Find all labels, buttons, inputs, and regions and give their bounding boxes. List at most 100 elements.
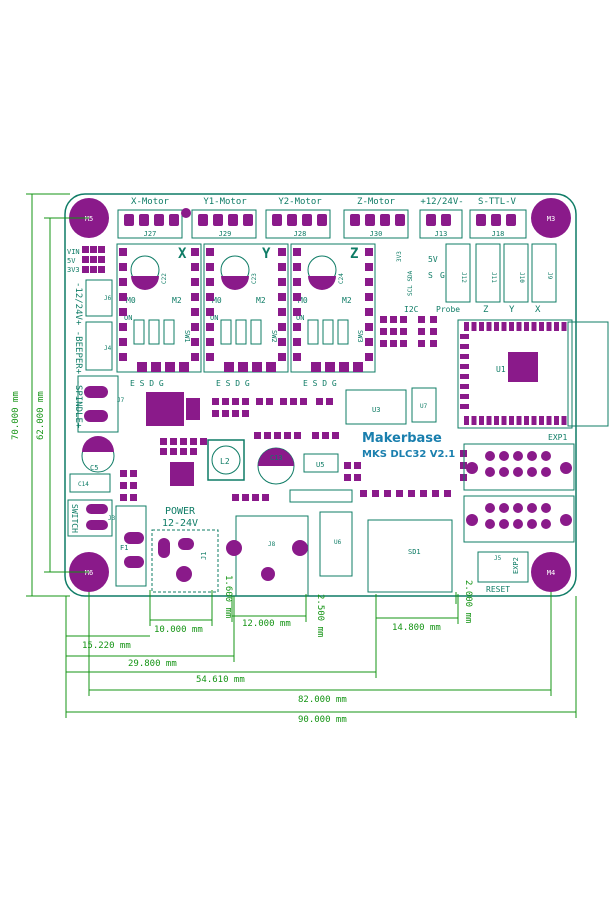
driver-pin xyxy=(119,248,127,256)
driver-pin xyxy=(365,293,373,301)
center-components: L2 C13 U5 U3 U7 Makerbase MKS DLC32 V2.1… xyxy=(146,387,455,597)
j10-label: J10 xyxy=(518,272,525,283)
esp32-pin xyxy=(460,374,469,379)
driver-pin xyxy=(293,338,301,346)
header-label-z-motor: Z-Motor xyxy=(357,197,396,207)
power-voltage: 12-24V xyxy=(162,518,198,529)
smd-pad xyxy=(322,432,329,439)
brand-name: Makerbase xyxy=(362,431,442,446)
capacitor-fill xyxy=(258,448,294,466)
pad xyxy=(292,540,308,556)
smd-pad xyxy=(420,490,427,497)
header-pin xyxy=(317,214,327,226)
exp1-pin xyxy=(513,467,523,477)
smd-pad xyxy=(222,398,229,405)
driver-pin xyxy=(119,308,127,316)
switch-label: SWITCH xyxy=(70,504,79,533)
i2c-label: I2C xyxy=(404,305,419,314)
dip-switch xyxy=(235,319,247,345)
inductor-l2 xyxy=(207,439,245,481)
smd-pad xyxy=(408,490,415,497)
pad xyxy=(226,540,242,556)
switch-ref: SW1 xyxy=(183,330,191,343)
driver-pin xyxy=(293,278,301,286)
exp1-pin xyxy=(485,451,495,461)
smd-pad xyxy=(390,340,397,347)
driver-pin xyxy=(191,308,199,316)
smd-pad xyxy=(380,328,387,335)
header-label-ttl: S-TTL-V xyxy=(478,197,517,207)
connector-j28 xyxy=(265,209,331,239)
driver-pin xyxy=(206,308,214,316)
driver-axis-label: Z xyxy=(350,246,358,262)
pad xyxy=(84,410,108,422)
l2-label: L2 xyxy=(220,457,230,466)
smd-pad xyxy=(284,432,291,439)
driver-pin xyxy=(278,323,286,331)
dim-text-90: 90.000 mm xyxy=(298,715,347,725)
c14-label: C14 xyxy=(78,481,89,488)
driver-pin xyxy=(206,278,214,286)
esp32-pin xyxy=(539,322,544,331)
driver-pin xyxy=(365,323,373,331)
driver-pin xyxy=(365,338,373,346)
exp2-pin xyxy=(527,503,537,513)
driver-pin-labels: E S D G xyxy=(216,379,250,388)
smd-pad xyxy=(120,470,127,477)
exp1-pin xyxy=(499,467,509,477)
dim-text-14-8: 14.800 mm xyxy=(392,623,441,633)
connector-j29 xyxy=(191,209,257,239)
esp32-pin xyxy=(479,416,484,425)
c5-label: C5 xyxy=(90,464,98,472)
esp32-pin xyxy=(501,416,507,425)
driver-x: X C22 M0 M2 ON SW1 E S D G xyxy=(116,243,202,388)
small-smd-pads xyxy=(82,246,467,501)
connector-j12 xyxy=(445,243,471,303)
smd-pad xyxy=(200,438,207,445)
driver-pin xyxy=(339,362,349,372)
sd-slot-sd1 xyxy=(367,519,453,593)
connector-j9 xyxy=(531,243,557,303)
pad xyxy=(124,556,144,568)
driver-pin xyxy=(206,353,214,361)
smd-pad xyxy=(254,432,261,439)
esp32-pin xyxy=(464,416,469,425)
driver-pin xyxy=(365,263,373,271)
power-label: POWER xyxy=(165,506,196,517)
driver-pin xyxy=(266,362,276,372)
chip-u6 xyxy=(319,511,353,577)
driver-pin xyxy=(191,263,199,271)
esp32-pin xyxy=(460,344,469,349)
top-headers: X-Motor Y1-Motor Y2-Motor Z-Motor +12/24… xyxy=(117,197,527,239)
smd-pad xyxy=(262,494,269,501)
capacitor-fill xyxy=(308,276,336,290)
smd-pad xyxy=(400,316,407,323)
header-label-x-motor: X-Motor xyxy=(131,197,170,207)
smd-pad xyxy=(190,438,197,445)
smd-pad xyxy=(418,316,425,323)
driver-axis-label: X xyxy=(178,246,187,262)
driver-pin xyxy=(278,278,286,286)
driver-pin xyxy=(278,308,286,316)
f1-label: F1 xyxy=(120,544,128,552)
esp32-pin xyxy=(516,416,522,425)
driver-pin xyxy=(119,353,127,361)
5v-label: 5V xyxy=(428,255,438,264)
antenna-outline xyxy=(567,321,609,427)
exp1-pin xyxy=(527,451,537,461)
pad xyxy=(178,538,194,550)
driver-pin xyxy=(206,293,214,301)
hole-label: M6 xyxy=(85,569,93,577)
smd-pad xyxy=(418,328,425,335)
esp32-pin xyxy=(464,322,469,331)
esp32-pin xyxy=(509,416,514,425)
vin-label: VIN xyxy=(67,248,80,256)
smd-pad xyxy=(430,316,437,323)
driver-pin xyxy=(191,338,199,346)
reset-button xyxy=(477,551,529,583)
j9-label: J9 xyxy=(546,272,553,280)
exp2-pin xyxy=(541,503,551,513)
header-pin xyxy=(272,214,282,226)
exp2-pin xyxy=(499,503,509,513)
